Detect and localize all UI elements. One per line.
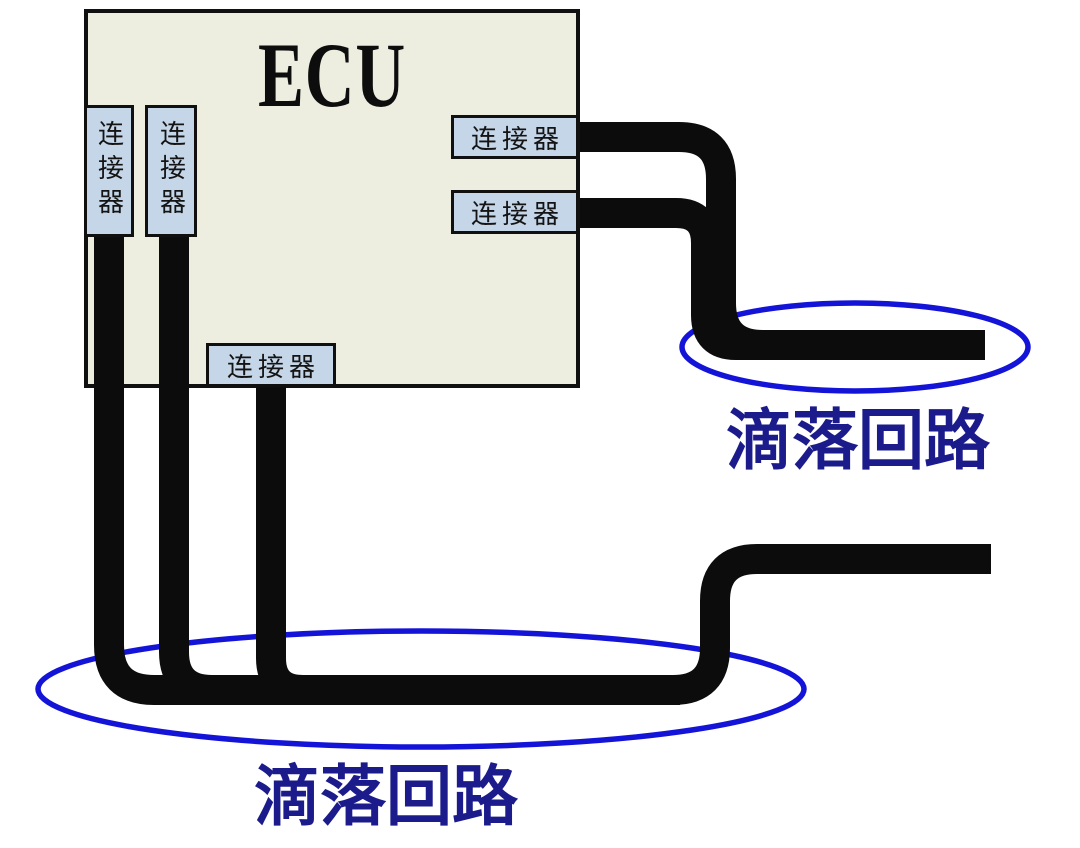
wire-left-2	[159, 232, 680, 705]
drip-loop-label-right: 滴落回路	[726, 405, 990, 478]
connector-right-2: 连接器	[451, 190, 579, 234]
wire-right-bottom	[580, 198, 985, 360]
ecu-title: ECU	[258, 24, 406, 126]
connector-bottom: 连接器	[206, 343, 336, 387]
drip-loop-highlight-right-ellipse	[679, 300, 1031, 394]
wire-bottom-connector	[256, 382, 991, 705]
wire-left-1	[94, 232, 680, 705]
drip-loop-highlight-bottom-ellipse	[35, 628, 807, 750]
wire-right-top	[580, 122, 985, 360]
drip-loop-label-bottom: 滴落回路	[254, 761, 518, 834]
connector-left-1: 连接器	[84, 105, 134, 237]
connector-left-2: 连接器	[145, 105, 197, 237]
connector-right-1: 连接器	[451, 115, 579, 159]
